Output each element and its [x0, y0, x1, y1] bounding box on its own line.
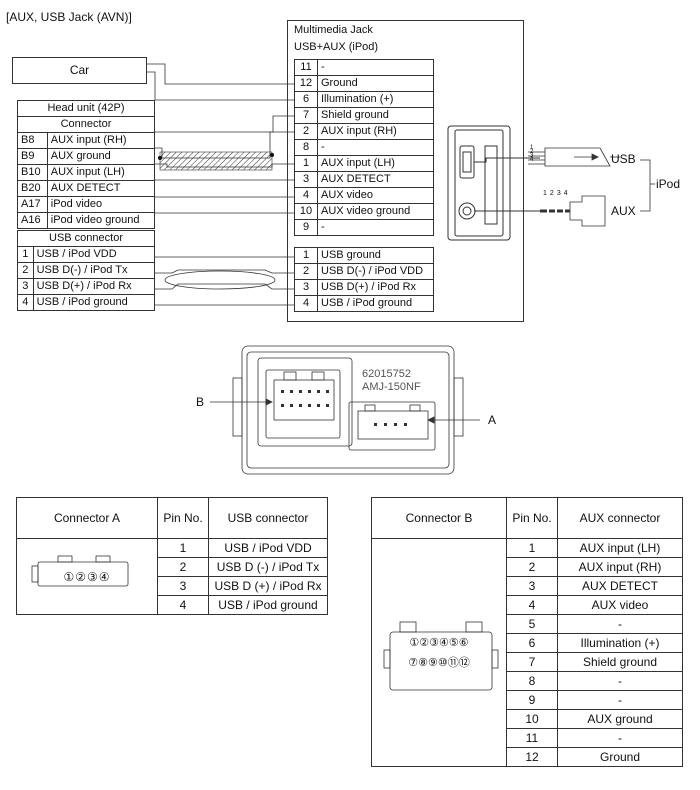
part-model: AMJ-150NF: [362, 381, 421, 393]
jack-face-drawing: [447, 125, 540, 241]
usb-pin-numbers: 1 2 3 4: [530, 145, 534, 163]
usb-connector-header: USB connector: [208, 497, 328, 539]
ipod-bracket: [640, 159, 655, 212]
connector-b-header: Connector B: [371, 497, 507, 539]
connector-b-pins: [281, 390, 329, 407]
part-number: 62015752: [362, 368, 411, 380]
connector-b-face-cell: ①②③④⑤⑥ ⑦⑧⑨⑩⑪⑫: [371, 538, 507, 767]
multimedia-jack-title: Multimedia Jack: [294, 24, 373, 36]
junction-dot: [158, 156, 162, 160]
connector-b-face-pins: ①②③④⑤⑥ ⑦⑧⑨⑩⑪⑫: [408, 636, 470, 669]
connector-a-pins: [374, 423, 407, 426]
aux-plug-icon: [540, 195, 606, 227]
table-row: ①②③④⑤⑥ ⑦⑧⑨⑩⑪⑫ 1 AUX input (LH): [371, 538, 683, 767]
table-row: ①②③④ 1 USB / iPod VDD: [16, 538, 328, 615]
table-row: 5-: [372, 614, 683, 634]
usb-plug-icon: [528, 147, 620, 167]
table-row: 11-: [294, 59, 434, 76]
table-row: 11-: [372, 728, 683, 748]
label-b: B: [196, 395, 205, 409]
pin-header: Pin No.: [506, 497, 558, 539]
wire-shield: [155, 115, 294, 133]
table-row: 9-: [294, 219, 434, 236]
page-title: [AUX, USB Jack (AVN)]: [6, 10, 132, 24]
pin-header: Pin No.: [157, 497, 209, 539]
ipod-label: iPod: [656, 177, 681, 191]
label-a: A: [488, 413, 497, 427]
wire-car-illumination: [147, 71, 294, 101]
connector-a-table: Connector A Pin No. USB connector ①②③④ 1…: [16, 497, 328, 615]
aux-pin-numbers: 1 2 3 4: [543, 190, 568, 197]
shielded-cable: [159, 151, 273, 171]
table-row: 8-: [294, 139, 434, 156]
junction-dot: [270, 153, 274, 157]
twisted-cable: [164, 270, 276, 290]
multimedia-jack-subtitle: USB+AUX (iPod): [294, 41, 379, 53]
car-box: Car: [12, 57, 147, 84]
multimedia-jack-box: [287, 20, 524, 322]
connector-drawing: [232, 345, 464, 475]
car-label: Car: [69, 63, 90, 77]
aux-label: AUX: [611, 204, 636, 218]
connector-a-header: Connector A: [16, 497, 158, 539]
connector-a-face-cell: ①②③④: [16, 538, 158, 615]
aux-connector-header: AUX connector: [557, 497, 683, 539]
table-row: 9-: [372, 690, 683, 710]
connector-b-table: Connector B Pin No. AUX connector ①②③④⑤⑥…: [371, 497, 683, 767]
usb-label: USB: [611, 152, 636, 166]
table-row: 8-: [372, 671, 683, 691]
callout-arrows: [210, 398, 480, 424]
usb-connector-title: USB connector: [17, 230, 155, 247]
connector-a-face-pins: ①②③④: [63, 569, 111, 584]
wire-car-ground: [147, 63, 294, 85]
